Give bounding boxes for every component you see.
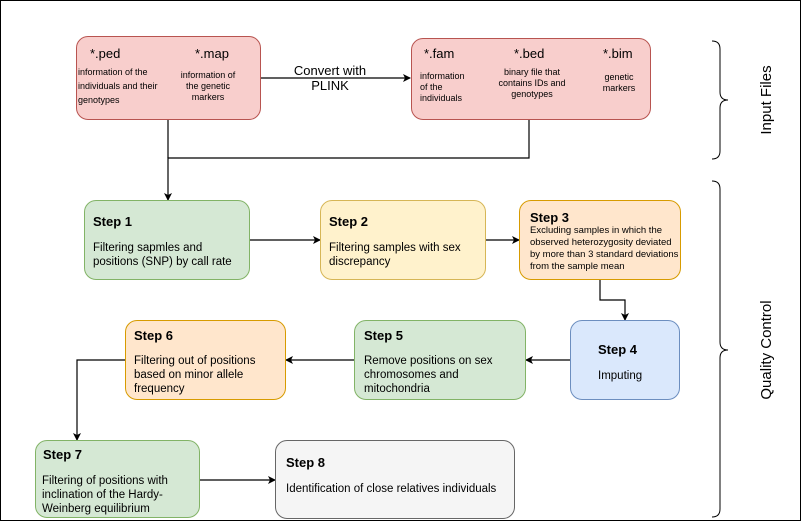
- arrow-step3-step4: [599, 280, 629, 321]
- step-2-title: Step 2: [329, 214, 369, 229]
- step-2-box: Step 2 Filtering samples with sex discre…: [320, 200, 486, 280]
- step-2-desc: Filtering samples with sex discrepancy: [329, 242, 461, 268]
- fam-desc: information of the individuals: [420, 71, 465, 103]
- connector-bed-to-step1: [164, 120, 530, 201]
- step-6-title: Step 6: [134, 328, 174, 343]
- input-box-ped-map: *.ped *.map information of the individua…: [76, 36, 261, 120]
- brace-input-files: [711, 40, 729, 160]
- fam-ext: *.fam: [424, 46, 455, 61]
- step-6-desc: Filtering out of positions based on mino…: [134, 355, 256, 395]
- convert-label: Convert with PLINK: [293, 63, 367, 93]
- step-8-box: Step 8 Identification of close relatives…: [275, 440, 515, 519]
- bim-desc: genetic markers: [602, 72, 636, 93]
- step-1-title: Step 1: [93, 214, 133, 229]
- step-7-box: Step 7 Filtering of positions with incli…: [35, 440, 200, 518]
- bed-desc: binary file that contains IDs and genoty…: [498, 67, 566, 99]
- brace-quality-control: [711, 180, 729, 518]
- ped-ext: *.ped: [90, 46, 121, 61]
- input-files-label: Input Files: [758, 65, 775, 135]
- step-3-box: Step 3 Excluding samples in which the ob…: [519, 200, 681, 280]
- step-4-box: Step 4 Imputing: [570, 320, 680, 400]
- step-5-desc: Remove positions on sex chromosomes and …: [364, 355, 493, 395]
- step-7-desc: Filtering of positions with inclination …: [42, 475, 168, 515]
- input-box-fam-bed-bim: *.fam *.bed *.bim information of the ind…: [411, 38, 651, 120]
- step-4-title: Step 4: [598, 342, 638, 357]
- step-4-desc: Imputing: [598, 370, 643, 382]
- bed-ext: *.bed: [514, 46, 545, 61]
- step-1-desc: Filtering sapmles and positions (SNP) by…: [93, 242, 232, 268]
- ped-desc: information of the individuals and their…: [78, 67, 158, 105]
- step-8-desc: Identification of close relatives indivi…: [286, 483, 497, 495]
- step-3-desc: Excluding samples in which the observed …: [530, 225, 679, 272]
- step-8-title: Step 8: [286, 455, 326, 470]
- step-3-title: Step 3: [530, 210, 570, 225]
- step-1-box: Step 1 Filtering sapmles and positions (…: [84, 200, 250, 280]
- quality-control-label: Quality Control: [758, 300, 775, 400]
- step-5-box: Step 5 Remove positions on sex chromosom…: [354, 320, 526, 400]
- arrow-step6-step7: [73, 359, 125, 441]
- bim-ext: *.bim: [603, 46, 633, 61]
- step-7-title: Step 7: [43, 447, 83, 462]
- map-desc: information of the genetic markers: [180, 70, 236, 102]
- step-6-box: Step 6 Filtering out of positions based …: [125, 320, 286, 400]
- step-5-title: Step 5: [364, 328, 404, 343]
- map-ext: *.map: [195, 46, 229, 61]
